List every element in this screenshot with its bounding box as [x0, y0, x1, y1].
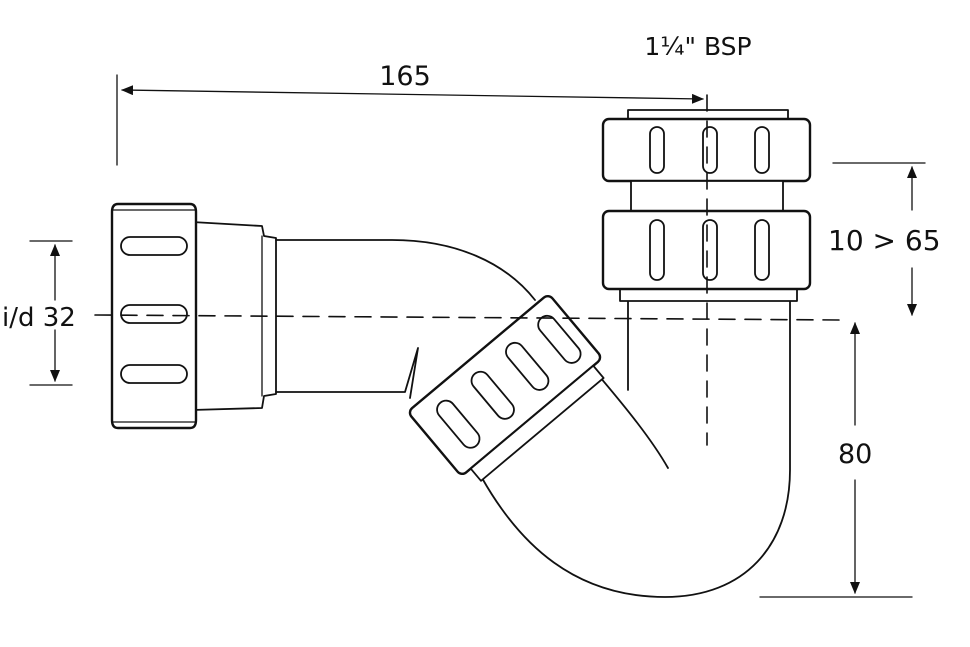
dimension-label-80: 80 [838, 439, 872, 470]
dimension-label-id32: i/d 32 [2, 303, 76, 333]
u-bend-inner-diagonal [593, 369, 669, 469]
nut-grip-slot [505, 341, 550, 391]
dimension-label-10-65: 10 > 65 [828, 224, 941, 257]
u-bend-outer [481, 297, 791, 598]
inlet-pipe-bottom [275, 347, 419, 399]
nut-grip-slot [436, 399, 481, 449]
nut-grip-slot [754, 219, 770, 281]
nut-grip-slot [120, 236, 188, 256]
inlet-spigot [191, 221, 277, 411]
diagonal-coupling-nut [408, 294, 605, 482]
horizontal-centre-line [94, 314, 841, 321]
nut-grip-slot [754, 126, 770, 174]
dimension-80: 80 [759, 322, 913, 598]
dimension-165: 165 [116, 61, 704, 166]
dimension-line-165 [121, 85, 704, 104]
nut-grip-slot [120, 304, 188, 324]
dimension-label-165: 165 [379, 61, 431, 92]
nut-grip-slot [120, 364, 188, 384]
nut-grip-slot [470, 370, 515, 420]
dimension-10-65: 10 > 65 [828, 162, 941, 316]
nut-grip-slot [649, 126, 665, 174]
nut-grip-slot [702, 219, 718, 281]
nut-grip-slot [702, 126, 718, 174]
thread-label: 1¼" BSP [644, 32, 751, 61]
dimension-id32: i/d 32 [2, 240, 76, 386]
nut-grip-slot [649, 219, 665, 281]
inlet-pipe-top [275, 239, 536, 301]
